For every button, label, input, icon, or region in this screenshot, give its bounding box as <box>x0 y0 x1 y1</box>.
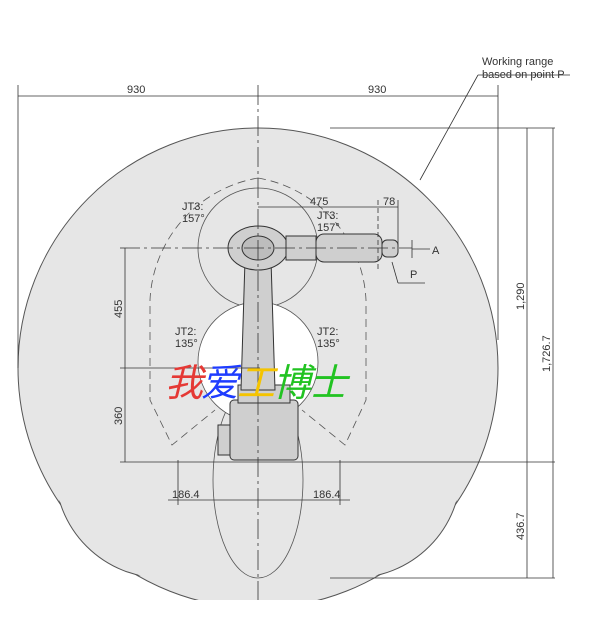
dim-total-height: 1,726.7 <box>541 335 553 372</box>
dim-base-left: 186.4 <box>172 489 200 501</box>
watermark-char: 工 <box>237 361 275 405</box>
jt2-left-angle: 135° <box>175 338 198 350</box>
watermark-char: 士 <box>309 361 347 405</box>
jt3-right-angle: 157° <box>317 222 340 234</box>
callout-line2: based on point P <box>482 69 565 81</box>
dim-left-reach: 930 <box>127 84 145 96</box>
jt3-left-label: JT3: <box>182 201 203 213</box>
watermark-char: 博 <box>273 361 311 405</box>
dim-lower-height: 360 <box>113 407 125 425</box>
centerlines <box>17 74 570 600</box>
watermark: 我爱工博士 <box>165 352 347 407</box>
jt2-left-dashed-range <box>149 177 259 446</box>
watermark-char: 我 <box>165 361 203 405</box>
dim-arm2-length: 475 <box>310 196 328 208</box>
jt2-left-label: JT2: <box>175 326 196 338</box>
jt2-right-dashed-range <box>257 177 367 446</box>
dim-base-right: 186.4 <box>313 489 341 501</box>
watermark-char: 爱 <box>201 361 239 405</box>
dim-upper-height: 455 <box>113 300 125 318</box>
dim-rear-height: 436.7 <box>515 512 527 540</box>
dim-right-reach: 930 <box>368 84 386 96</box>
robot-arm <box>217 225 399 461</box>
base-connector <box>217 424 231 456</box>
arm-tip <box>381 239 399 258</box>
dim-total-upper: 1,290 <box>515 282 527 310</box>
point-p-label: P <box>410 269 417 281</box>
jt3-right-label: JT3: <box>317 210 338 222</box>
jt3-left-angle: 157° <box>182 213 205 225</box>
jt2-right-label: JT2: <box>317 326 338 338</box>
point-a-label: A <box>432 245 440 257</box>
jt2-right-angle: 135° <box>317 338 340 350</box>
robot-base <box>229 399 299 461</box>
callout-line1: Working range <box>482 56 553 68</box>
dim-tip-offset: 78 <box>383 196 395 208</box>
